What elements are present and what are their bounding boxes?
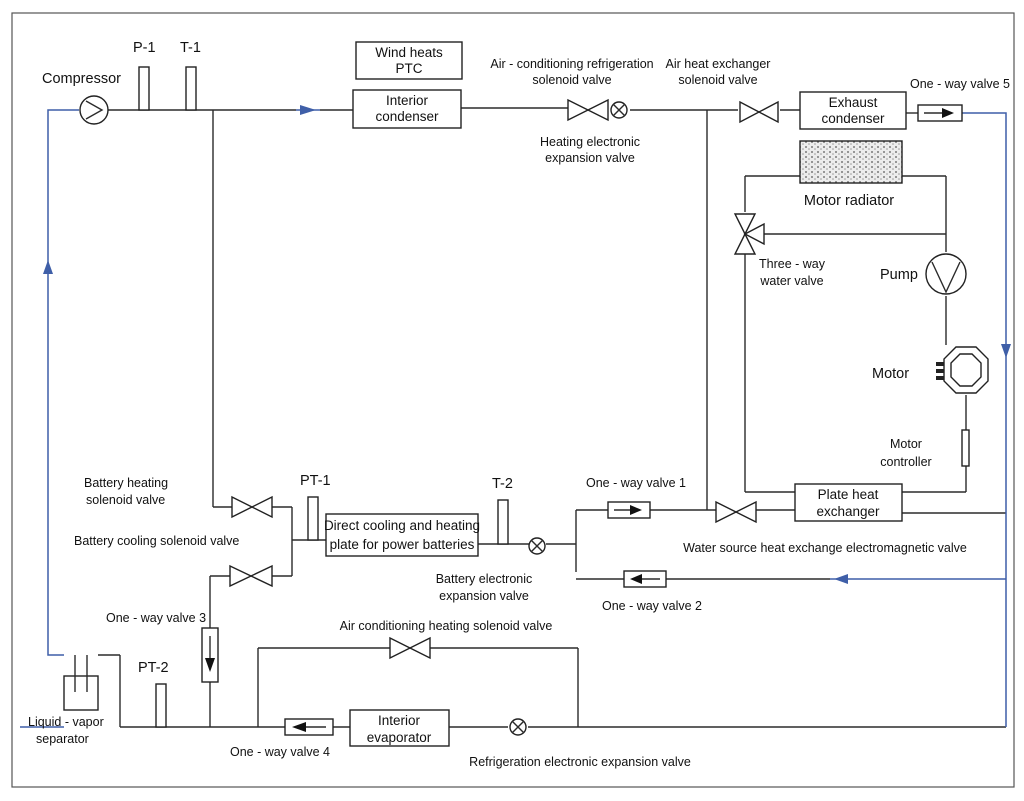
one-way-valve-2-label: One - way valve 2 — [602, 599, 702, 613]
motor-controller-label-2: controller — [880, 455, 931, 469]
one-way-valve-3-label: One - way valve 3 — [106, 611, 206, 625]
air-heat-exchanger-solenoid-valve — [739, 100, 779, 124]
one-way-valve-5 — [917, 104, 963, 122]
exhaust-condenser-label-1: Exhaust — [829, 95, 878, 110]
three-way-valve-label-1: Three - way — [759, 257, 826, 271]
flow-arrow-down-right — [1001, 344, 1011, 358]
diagram-frame — [11, 12, 1015, 788]
compressor — [79, 95, 109, 125]
battery-cooling-solenoid-valve — [229, 564, 273, 588]
plate-heat-exchanger-box — [794, 483, 903, 522]
water-source-valve-label: Water source heat exchange electromagnet… — [683, 541, 967, 555]
one-way-valve-1 — [607, 501, 651, 519]
water-source-electromagnetic-valve — [715, 500, 757, 524]
pipe-network — [98, 107, 1006, 728]
ac-refrig-valve-label-2: solenoid valve — [532, 73, 611, 87]
motor-radiator — [799, 140, 903, 184]
flow-arrow-up-left — [43, 260, 53, 274]
interior-evap-label-1: Interior — [378, 713, 421, 728]
ac-refrigeration-solenoid-valve — [567, 98, 609, 122]
t2-label: T-2 — [492, 476, 513, 492]
wind-ptc-label-2: PTC — [396, 61, 423, 76]
direct-plate-label-2: plate for power batteries — [330, 537, 475, 552]
one-way-valve-3 — [201, 627, 219, 683]
heating-exp-valve-label-1: Heating electronic — [540, 135, 640, 149]
liquid-vapor-separator — [63, 655, 99, 711]
pt2-label: PT-2 — [138, 660, 169, 676]
interior-evaporator-box — [349, 709, 450, 747]
motor — [936, 346, 989, 394]
battery-heating-label-1: Battery heating — [84, 476, 168, 490]
pump — [925, 253, 967, 295]
interior-condenser-box — [352, 89, 462, 129]
battery-cooling-label: Battery cooling solenoid valve — [74, 534, 239, 548]
t1-label: T-1 — [180, 40, 201, 56]
pressure-sensor-p1 — [138, 66, 150, 111]
lv-separator-label-2: separator — [36, 732, 89, 746]
interior-evap-label-2: evaporator — [367, 730, 432, 745]
plate-hx-label-2: exchanger — [816, 504, 880, 519]
pressure-temperature-sensor-pt1 — [307, 496, 319, 541]
battery-cooling-heating-plate — [325, 513, 479, 557]
flow-arrow-left-mid — [834, 574, 848, 584]
exhaust-condenser-label-2: condenser — [821, 111, 885, 126]
refrig-exp-valve-label: Refrigeration electronic expansion valve — [469, 755, 691, 769]
battery-heating-solenoid-valve — [231, 495, 273, 519]
pt1-label: PT-1 — [300, 473, 331, 489]
one-way-valve-5-label: One - way valve 5 — [910, 77, 1010, 91]
lv-separator-label-1: Liquid - vapor — [28, 715, 104, 729]
motor-label: Motor — [872, 366, 909, 382]
direct-plate-label-1: Direct cooling and heating — [324, 518, 480, 533]
exhaust-condenser-box — [799, 91, 907, 130]
ac-heating-solenoid-valve — [389, 636, 431, 660]
one-way-valve-4-label: One - way valve 4 — [230, 745, 330, 759]
wind-heats-ptc-box — [355, 41, 463, 80]
motor-controller-label-1: Motor — [890, 437, 922, 451]
pump-label: Pump — [880, 267, 918, 283]
interior-condenser-label-1: Interior — [386, 93, 429, 108]
p1-label: P-1 — [133, 40, 156, 56]
battery-exp-valve-label-1: Battery electronic — [436, 572, 533, 586]
three-way-water-valve — [733, 213, 765, 255]
ac-refrig-valve-label-1: Air - conditioning refrigeration — [490, 57, 653, 71]
air-hx-valve-label-1: Air heat exchanger — [666, 57, 771, 71]
air-hx-valve-label-2: solenoid valve — [678, 73, 757, 87]
battery-electronic-expansion-valve — [528, 537, 546, 555]
interior-condenser-label-2: condenser — [375, 109, 439, 124]
refrigerant-flow-lines — [20, 105, 1011, 728]
temperature-sensor-t2 — [497, 499, 509, 545]
compressor-label: Compressor — [42, 71, 121, 87]
ac-heating-valve-label: Air conditioning heating solenoid valve — [340, 619, 553, 633]
refrigeration-electronic-expansion-valve — [509, 718, 527, 736]
battery-heating-label-2: solenoid valve — [86, 493, 165, 507]
one-way-valve-4 — [284, 718, 334, 736]
plate-hx-label-1: Plate heat — [818, 487, 879, 502]
motor-controller — [961, 429, 970, 467]
pressure-temperature-sensor-pt2 — [155, 683, 167, 728]
battery-exp-valve-label-2: expansion valve — [439, 589, 529, 603]
one-way-valve-1-label: One - way valve 1 — [586, 476, 686, 490]
three-way-valve-label-2: water valve — [759, 274, 823, 288]
wind-ptc-label-1: Wind heats — [375, 45, 443, 60]
one-way-valve-2 — [623, 570, 667, 588]
heating-electronic-expansion-valve — [610, 101, 628, 119]
motor-radiator-label: Motor radiator — [804, 193, 894, 209]
heating-exp-valve-label-2: expansion valve — [545, 151, 635, 165]
temperature-sensor-t1 — [185, 66, 197, 111]
flow-arrow-right-top — [300, 105, 316, 115]
